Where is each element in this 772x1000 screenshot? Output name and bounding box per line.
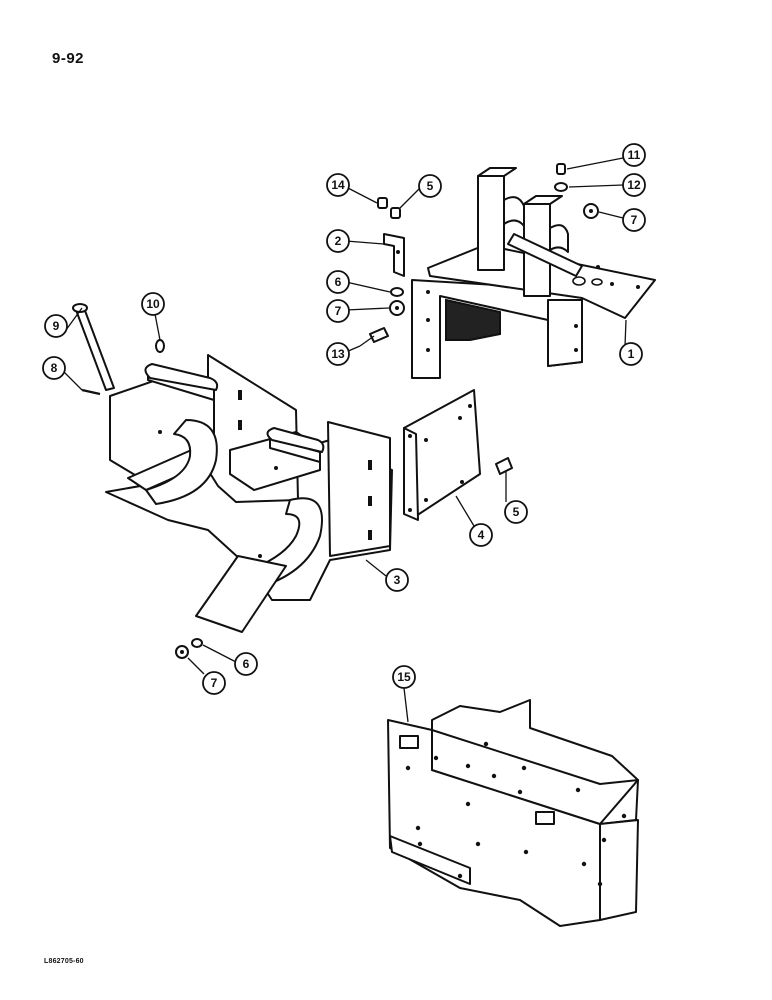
svg-text:2: 2	[335, 234, 342, 248]
callout-1: 1	[619, 342, 643, 366]
svg-text:11: 11	[628, 148, 641, 162]
page-number: 9-92	[52, 50, 85, 67]
callout-5-lower: 5	[504, 500, 528, 524]
part-4-plate	[403, 389, 513, 521]
svg-text:6: 6	[243, 657, 250, 671]
hardware-upper-middle	[359, 197, 405, 347]
svg-text:5: 5	[513, 505, 520, 519]
svg-text:7: 7	[335, 304, 342, 318]
callout-6-lower: 6	[234, 652, 258, 676]
svg-text:7: 7	[631, 213, 638, 227]
callout-3: 3	[385, 568, 409, 592]
callout-5-upper: 5	[418, 174, 442, 198]
svg-text:3: 3	[394, 573, 401, 587]
svg-text:9: 9	[53, 319, 60, 333]
callout-13: 13	[326, 342, 350, 366]
callout-15: 15	[392, 665, 416, 689]
svg-text:1: 1	[628, 347, 635, 361]
svg-text:7: 7	[211, 676, 218, 690]
svg-text:5: 5	[427, 179, 434, 193]
callout-7-upper-middle: 7	[326, 299, 350, 323]
callout-11: 11	[622, 143, 646, 167]
svg-text:12: 12	[627, 178, 641, 192]
callout-9: 9	[44, 314, 68, 338]
figure-code: L862705-60	[44, 958, 84, 965]
part-1-bracket	[411, 167, 656, 379]
leader-lines	[61, 157, 627, 723]
svg-text:4: 4	[478, 528, 485, 542]
callout-6-upper: 6	[326, 270, 350, 294]
svg-text:8: 8	[51, 361, 58, 375]
callout-4: 4	[469, 523, 493, 547]
svg-text:6: 6	[335, 275, 342, 289]
callout-2: 2	[326, 229, 350, 253]
svg-text:14: 14	[331, 178, 345, 192]
callout-7-lower: 7	[202, 671, 226, 695]
callout-10: 10	[141, 292, 165, 316]
hardware-upper-right	[554, 163, 599, 219]
part-15-frame	[387, 699, 639, 927]
callout-12: 12	[622, 173, 646, 197]
svg-text:15: 15	[397, 670, 411, 684]
svg-text:13: 13	[331, 347, 345, 361]
hardware-lower-left	[175, 638, 203, 659]
svg-text:10: 10	[146, 297, 160, 311]
part-3-bracket	[105, 354, 393, 633]
callout-14: 14	[326, 173, 350, 197]
callout-8: 8	[42, 356, 66, 380]
callout-7-upper-right: 7	[622, 208, 646, 232]
